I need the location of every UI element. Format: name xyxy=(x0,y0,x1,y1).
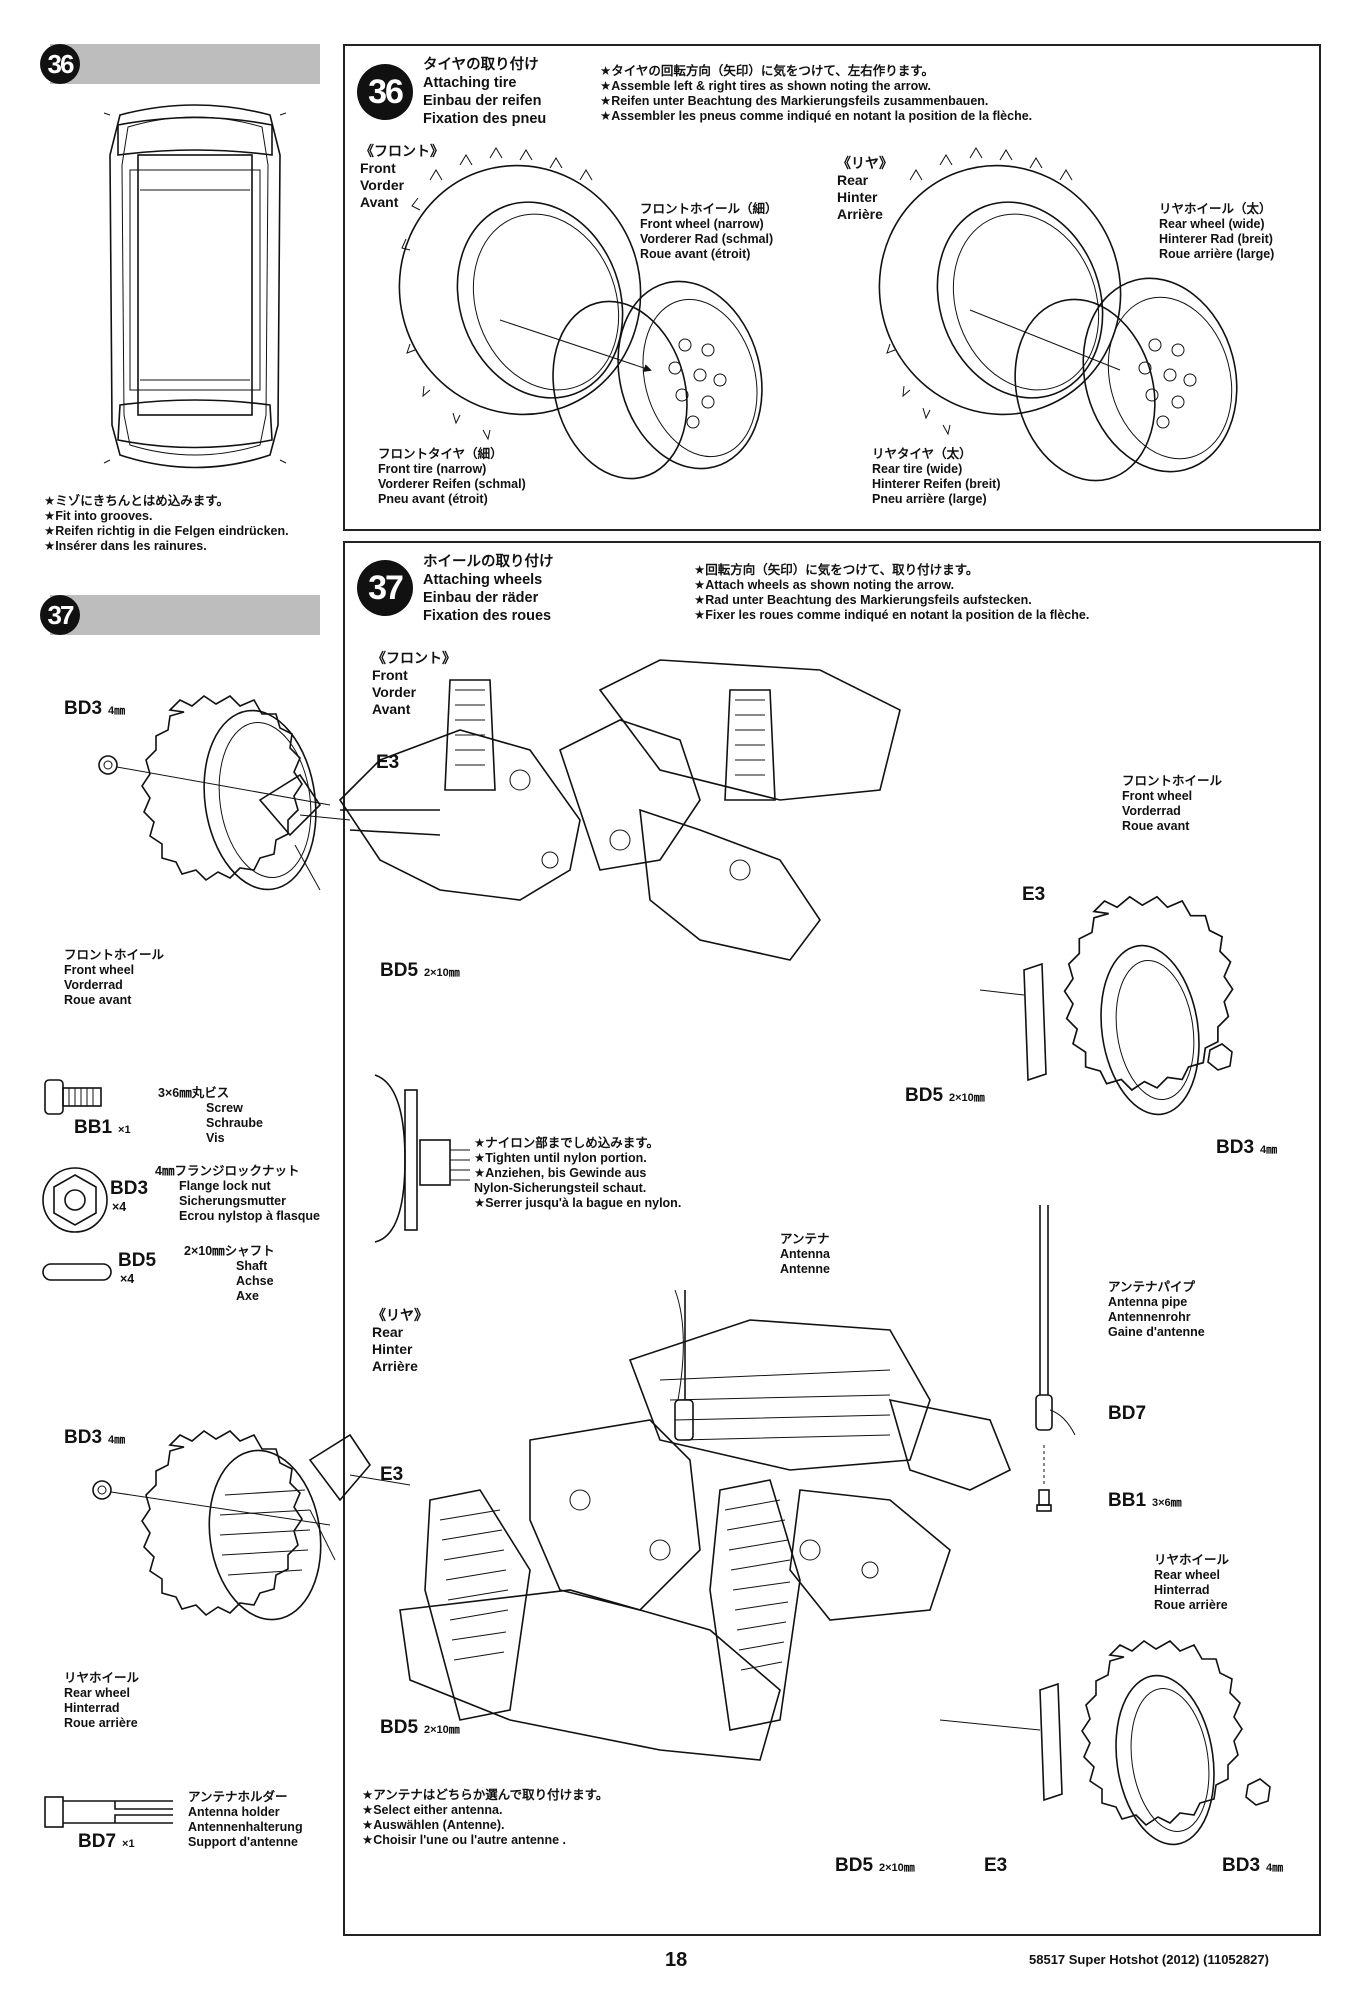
front-left-e3-callout: E3 xyxy=(376,752,400,773)
antenna-pipe-label: アンテナパイプ Antenna pipe Antennenrohr Gaine … xyxy=(1108,1280,1205,1339)
bd3-part-code: BD3 xyxy=(110,1178,149,1199)
nylon-tighten-note: ★ナイロン部までしめ込みます。 ★Tighten until nylon por… xyxy=(474,1136,682,1210)
bd5-part-desc: 2×10㎜シャフト Shaft Achse Axe xyxy=(184,1244,275,1303)
step36-panel-badge: 36 xyxy=(357,64,413,120)
bd3-flange-nut-icon xyxy=(42,1167,108,1233)
bd7-callout: BD7 xyxy=(1108,1403,1147,1424)
step37-panel-badge: 37 xyxy=(357,560,413,616)
step37-rear-label: 《リヤ》 Rear Hinter Arrière xyxy=(372,1307,428,1374)
front-tire-wheel-illustration xyxy=(398,147,763,480)
step36-badge: 36 xyxy=(40,44,80,84)
step36-rear-label: 《リヤ》 Rear Hinter Arrière xyxy=(837,155,893,222)
step36-instructions: ★タイヤの回転方向（矢印）に気をつけて、左右作ります。 ★Assemble le… xyxy=(600,64,1033,123)
step36-bar xyxy=(50,44,320,84)
step36-left-notes: ★ミゾにきちんとはめ込みます。 ★Fit into grooves. ★Reif… xyxy=(44,494,289,553)
rear-tire-wheel-illustration xyxy=(878,147,1238,482)
chassis-top-view-illustration xyxy=(103,104,287,469)
step37-front-wheel-right-label: フロントホイール Front wheel Vorderrad Roue avan… xyxy=(1122,774,1223,833)
step37-instructions: ★回転方向（矢印）に気をつけて、取り付けます。 ★Attach wheels a… xyxy=(694,563,1090,622)
front-right-e3-callout: E3 xyxy=(1022,884,1046,905)
rear-right-e3-callout: E3 xyxy=(984,1855,1008,1876)
rear-wheel-wide-label: リヤホイール（太） Rear wheel (wide) Hinterer Rad… xyxy=(1159,202,1275,261)
step37-bar xyxy=(50,595,320,635)
rear-chassis-illustration xyxy=(308,1289,1012,1761)
front-tire-narrow-label: フロントタイヤ（細） Front tire (narrow) Vorderer … xyxy=(378,447,526,506)
front-left-wheel-illustration xyxy=(98,695,331,891)
bd7-part-code: BD7×1 xyxy=(78,1831,135,1852)
antenna-choice-note: ★アンテナはどちらか選んで取り付けます。 ★Select either ante… xyxy=(362,1788,609,1847)
bb1-part-desc: 3×6㎜丸ビス Screw Schraube Vis xyxy=(158,1086,263,1145)
bd7-antenna-holder-icon xyxy=(44,1796,173,1828)
bd7-part-desc: アンテナホルダー Antenna holder Antennenhalterun… xyxy=(188,1790,303,1849)
rear-left-e3-callout: E3 xyxy=(380,1464,404,1485)
antenna-label: アンテナ Antenna Antenne xyxy=(780,1232,830,1276)
rear-tire-wide-label: リヤタイヤ（太） Rear tire (wide) Hinterer Reife… xyxy=(872,447,1001,506)
bb1-part-code: BB1×1 xyxy=(74,1117,131,1138)
product-code: 58517 Super Hotshot (2012) (11052827) xyxy=(1029,1952,1269,1967)
step37-rear-wheel-left-label: リヤホイール Rear wheel Hinterrad Roue arrière xyxy=(64,1671,140,1730)
front-wheel-narrow-label: フロントホイール（細） Front wheel (narrow) Vordere… xyxy=(640,202,778,261)
step37-front-label: 《フロント》 Front Vorder Avant xyxy=(372,650,456,717)
bd5-part-qty: ×4 xyxy=(120,1272,135,1286)
step37-rear-wheel-right-label: リヤホイール Rear wheel Hinterrad Roue arrière xyxy=(1154,1553,1230,1612)
bd5-part-code: BD5 xyxy=(118,1250,157,1271)
step36-title: タイヤの取り付け Attaching tire Einbau der reife… xyxy=(423,57,547,127)
page-number: 18 xyxy=(665,1949,688,1971)
step37-front-wheel-left-label: フロントホイール Front wheel Vorderrad Roue avan… xyxy=(64,948,165,1007)
step37-title: ホイールの取り付け Attaching wheels Einbau der rä… xyxy=(423,554,554,624)
step37-badge: 37 xyxy=(40,595,80,635)
front-right-wheel-illustration xyxy=(979,895,1234,1116)
front-chassis-illustration xyxy=(258,659,901,961)
step36-panel xyxy=(343,44,1321,531)
rear-right-wheel-illustration xyxy=(939,1640,1271,1846)
bd3-part-qty: ×4 xyxy=(112,1200,127,1214)
bd5-shaft-icon xyxy=(42,1263,112,1281)
rear-left-wheel-illustration xyxy=(92,1430,331,1621)
bb1-screw-icon xyxy=(44,1079,102,1115)
step36-front-label: 《フロント》 Front Vorder Avant xyxy=(360,143,444,210)
nylon-nut-detail-illustration xyxy=(374,1074,470,1243)
step37-panel xyxy=(343,541,1321,1936)
bd3-part-desc: 4㎜フランジロックナット Flange lock nut Sicherungsm… xyxy=(155,1164,321,1223)
antenna-pipe-illustration xyxy=(1035,1205,1076,1512)
